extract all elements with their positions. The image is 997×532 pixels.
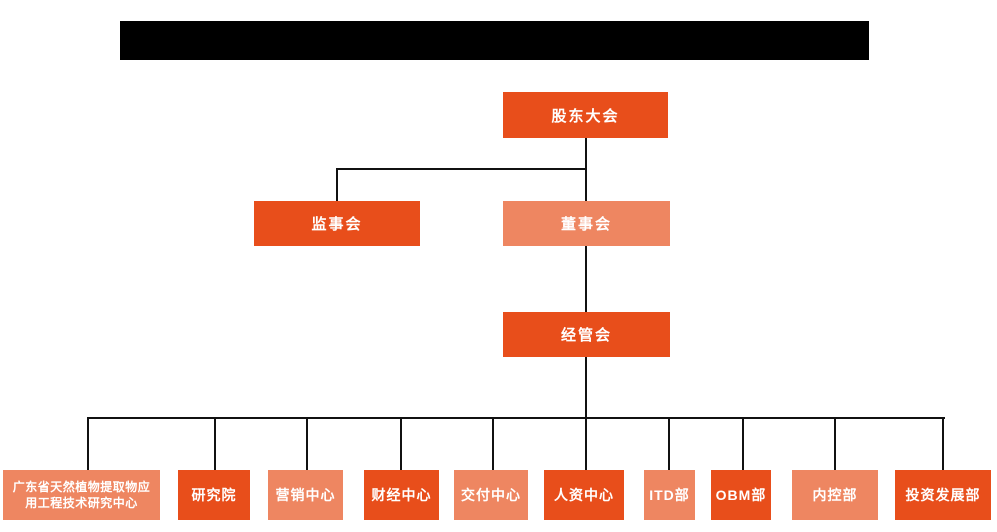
- connector-drop-research-center: [87, 417, 89, 470]
- connector-drop-itd: [668, 417, 670, 470]
- connector-drop-research-institute: [214, 417, 216, 470]
- org-node-dept-investment-development: 投资发展部: [895, 470, 991, 520]
- org-node-dept-internal-control: 内控部: [792, 470, 878, 520]
- org-node-dept-marketing-center: 营销中心: [268, 470, 343, 520]
- org-node-dept-obm: OBM部: [711, 470, 771, 520]
- connector-drop-investment-dev: [942, 417, 944, 470]
- connector-board-to-mgmt: [585, 246, 587, 312]
- connector-mgmt-down: [585, 357, 587, 470]
- org-node-dept-itd: ITD部: [644, 470, 695, 520]
- org-node-dept-research-institute: 研究院: [178, 470, 250, 520]
- connector-drop-internal-control: [834, 417, 836, 470]
- org-node-dept-delivery-center: 交付中心: [454, 470, 528, 520]
- org-node-dept-finance-center: 财经中心: [364, 470, 439, 520]
- org-node-dept-plant-extract-research-center: 广东省天然植物提取物应用工程技术研究中心: [3, 470, 160, 520]
- connector-drop-marketing-center: [306, 417, 308, 470]
- connector-drop-delivery-center: [492, 417, 494, 470]
- connector-drop-finance-center: [400, 417, 402, 470]
- org-node-supervisory-board: 监事会: [254, 201, 420, 246]
- org-node-management-committee: 经管会: [503, 312, 670, 357]
- org-node-dept-hr-center: 人资中心: [544, 470, 624, 520]
- org-node-board-of-directors: 董事会: [503, 201, 670, 246]
- redacted-title-bar: [120, 21, 869, 60]
- connector-supervisory-drop: [336, 168, 338, 201]
- connector-level2-horizontal: [336, 168, 587, 170]
- connector-departments-horizontal: [87, 417, 945, 419]
- connector-drop-obm: [742, 417, 744, 470]
- org-node-shareholders-meeting: 股东大会: [503, 92, 668, 138]
